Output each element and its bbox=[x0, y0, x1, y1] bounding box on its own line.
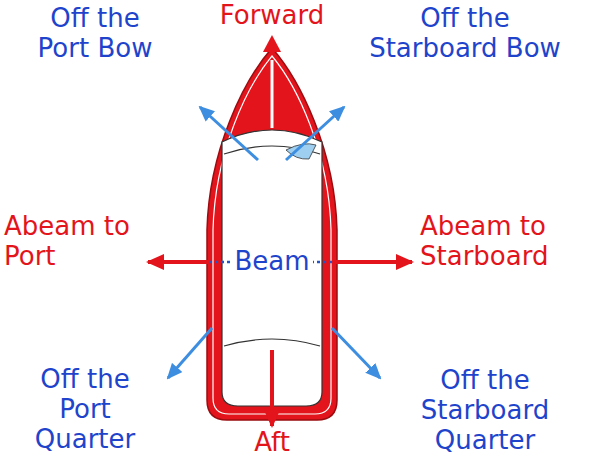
direction-text: Aft bbox=[222, 428, 322, 458]
direction-text: Off the Port Quarter bbox=[20, 365, 150, 455]
forward-arrow bbox=[271, 60, 274, 128]
direction-label: Abeam to Starboard bbox=[420, 212, 590, 272]
direction-text: Forward bbox=[172, 1, 372, 31]
port-quarter-arrow bbox=[168, 328, 212, 378]
direction-label: Aft bbox=[222, 428, 322, 458]
aft-arrow bbox=[270, 350, 274, 426]
direction-text: Off the Starboard Bow bbox=[360, 4, 570, 64]
direction-label: Off the Starboard Bow bbox=[360, 4, 570, 64]
direction-text: Off the Port Bow bbox=[30, 4, 160, 64]
direction-label: Off the Starboard Quarter bbox=[385, 366, 585, 456]
abeam-starboard-arrow bbox=[336, 260, 412, 264]
direction-label: Forward bbox=[172, 1, 372, 31]
direction-label: Off the Port Bow bbox=[30, 4, 160, 64]
seat-line bbox=[224, 339, 320, 346]
direction-label: Off the Port Quarter bbox=[20, 365, 150, 455]
direction-label: Abeam to Port bbox=[4, 212, 144, 272]
direction-text: Off the Starboard Quarter bbox=[385, 366, 585, 456]
abeam-port-arrow bbox=[148, 260, 208, 264]
boat-hull: Beam bbox=[207, 48, 337, 420]
forward-arrow-head bbox=[263, 35, 281, 52]
beam-label: Beam bbox=[231, 247, 312, 277]
direction-text: Abeam to Starboard bbox=[420, 212, 590, 272]
starboard-bow-arrow bbox=[286, 107, 344, 160]
direction-text: Abeam to Port bbox=[4, 212, 144, 272]
starboard-quarter-arrow bbox=[332, 328, 380, 378]
port-bow-arrow bbox=[200, 107, 258, 160]
